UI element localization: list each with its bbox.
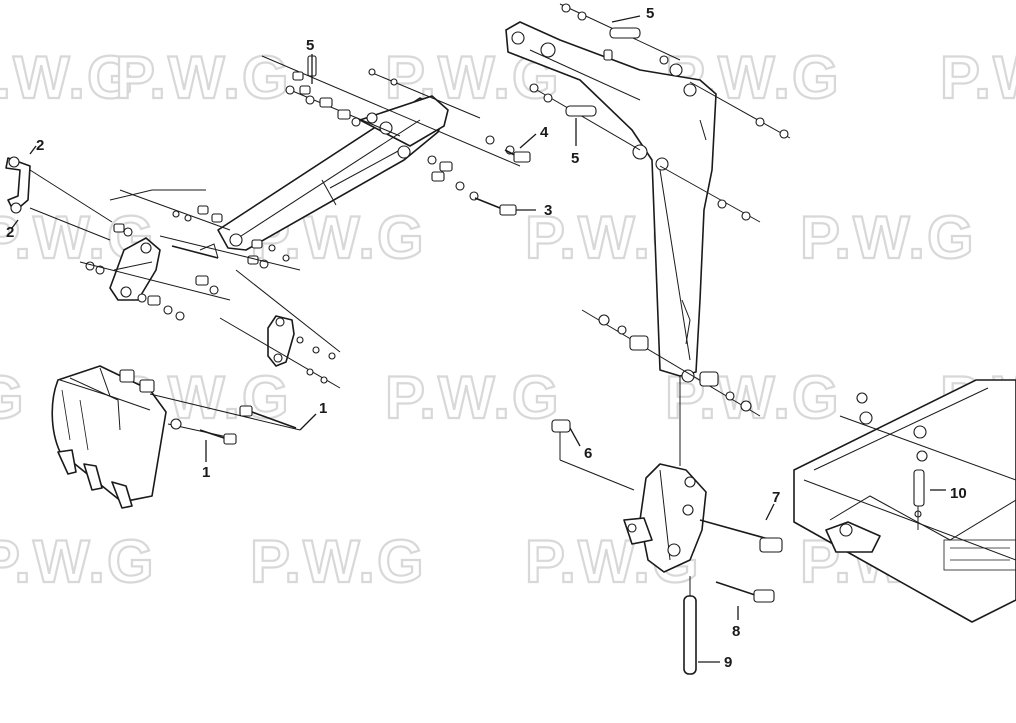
callout-9: 9 xyxy=(724,654,732,671)
callout-2: 2 xyxy=(36,137,44,154)
watermark: P.W.G xyxy=(385,44,561,111)
callout-2: 2 xyxy=(6,224,14,241)
callout-labels: 5 4 3 2 2 1 1 5 5 6 7 8 9 10 xyxy=(6,5,967,671)
bucket xyxy=(51,365,167,509)
boom xyxy=(505,21,717,383)
callout-1: 1 xyxy=(202,464,210,481)
callout-5: 5 xyxy=(306,37,314,54)
pin-3 xyxy=(474,197,517,216)
callout-4: 4 xyxy=(540,124,549,141)
side-link xyxy=(5,156,113,241)
watermark: P.W.G xyxy=(0,528,156,595)
watermark: P.W.G xyxy=(115,44,291,111)
watermark: P.W.G xyxy=(385,364,561,431)
callout-3: 3 xyxy=(544,202,552,219)
bucket-pins xyxy=(149,393,301,445)
swing-bracket xyxy=(551,376,707,573)
callout-8: 8 xyxy=(732,623,740,640)
dipper-arm xyxy=(217,95,449,251)
washer-set xyxy=(79,189,301,321)
callout-10: 10 xyxy=(950,485,967,502)
pin-8 xyxy=(715,581,775,603)
guide-link xyxy=(219,269,341,389)
watermark: P.W.G xyxy=(800,204,976,271)
leader-lines xyxy=(11,15,946,663)
boom-foot-pins xyxy=(581,309,761,417)
pin-9 xyxy=(683,576,697,675)
callout-7: 7 xyxy=(772,489,780,506)
watermark: P.W.G xyxy=(0,44,136,111)
callout-5: 5 xyxy=(646,5,654,22)
mainframe xyxy=(793,379,1016,623)
watermark: P.W.G xyxy=(0,364,26,431)
retaining-pin xyxy=(171,243,219,259)
watermark: P.W.G xyxy=(940,44,1016,111)
callout-5: 5 xyxy=(571,150,579,167)
bucket-link xyxy=(109,237,161,301)
watermark: P.W.G xyxy=(250,528,426,595)
pin-7 xyxy=(699,519,783,553)
pin-bushing-set xyxy=(261,55,521,201)
boom-pins xyxy=(529,3,791,223)
callout-6: 6 xyxy=(584,445,592,462)
callout-1: 1 xyxy=(319,400,327,417)
pin-4 xyxy=(504,149,531,163)
